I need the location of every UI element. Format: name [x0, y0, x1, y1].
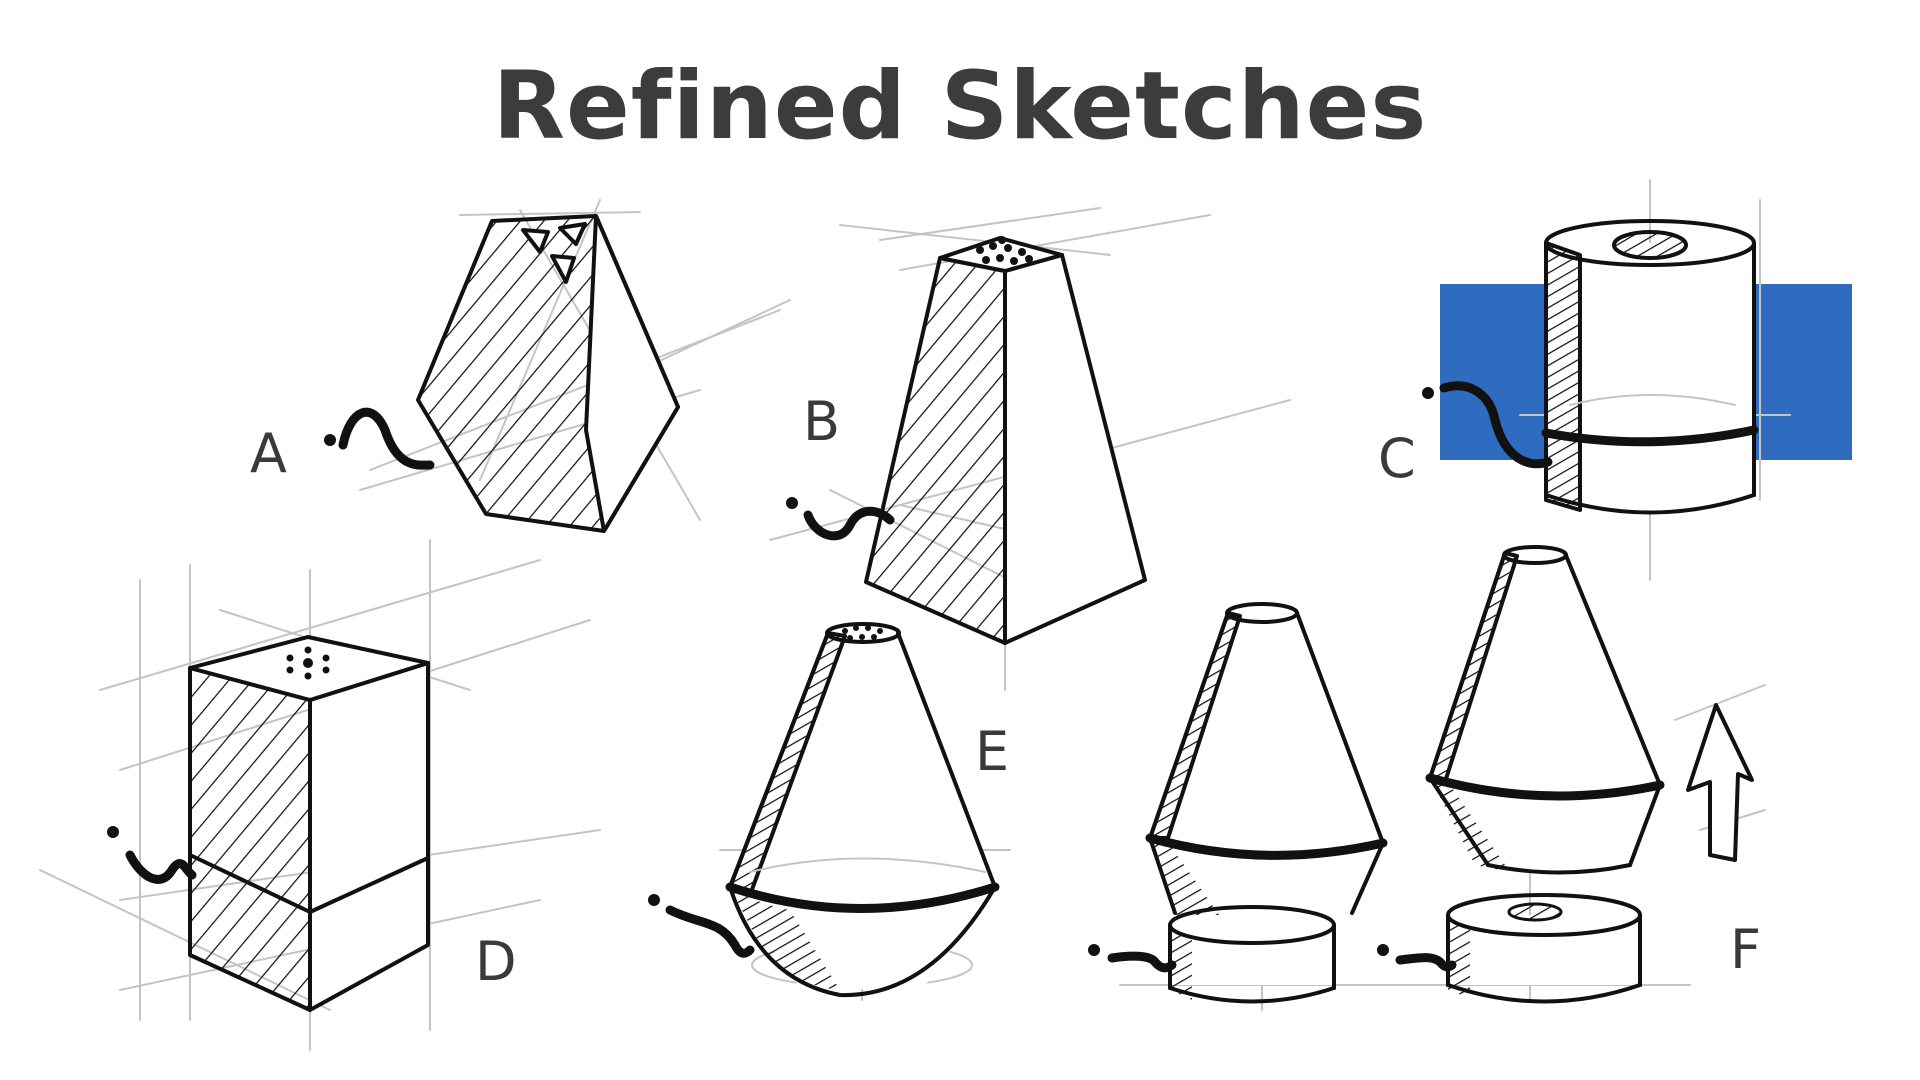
- sketch-d: D: [39, 539, 601, 1051]
- sketch-a: A: [250, 199, 791, 533]
- sketch-label-a: A: [250, 422, 287, 485]
- sketch-b: B: [769, 207, 1291, 691]
- sketch-f: F: [1377, 545, 1766, 1004]
- sketch-label-f: F: [1730, 918, 1761, 981]
- sketch-e: E: [648, 622, 1011, 1001]
- sketch-c: C: [1378, 179, 1791, 581]
- up-arrow-icon: [1674, 684, 1766, 862]
- page-title: Refined Sketches: [492, 52, 1428, 161]
- sketch-f-assembled: [1088, 602, 1401, 1011]
- sketch-label-b: B: [803, 390, 840, 453]
- sketch-label-d: D: [475, 930, 517, 993]
- sketch-label-e: E: [975, 720, 1009, 783]
- sketch-label-c: C: [1378, 427, 1416, 490]
